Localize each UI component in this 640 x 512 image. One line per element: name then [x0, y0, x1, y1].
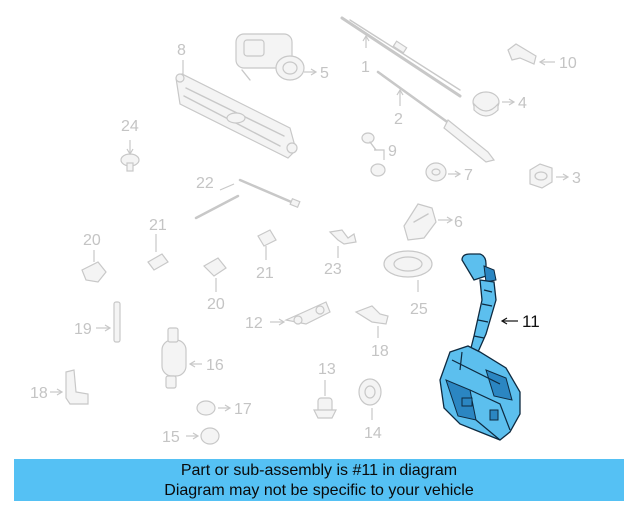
- callout-16: 16: [206, 357, 224, 374]
- part-12-clip: 12: [245, 301, 331, 332]
- part-23-elbow: 23: [324, 229, 357, 278]
- callout-21a: 21: [149, 217, 167, 234]
- part-13-sensor: 13: [313, 361, 337, 419]
- callout-21b: 21: [256, 265, 274, 282]
- callout-11: 11: [522, 312, 540, 331]
- part-2-wiper-arm: 2: [376, 70, 496, 163]
- callout-22: 22: [196, 175, 214, 192]
- part-21-connector-upper: 21: [147, 217, 169, 271]
- part-1-wiper-blade: 1: [340, 16, 462, 98]
- part-20-jet-lower: 20: [203, 257, 227, 313]
- part-20-jet-upper: 20: [81, 232, 107, 283]
- callout-3: 3: [572, 170, 581, 187]
- part-22-hose: 22: [194, 175, 301, 220]
- callout-1: 1: [361, 59, 370, 76]
- part-7-grommet: 7: [425, 162, 473, 184]
- callout-20b: 20: [207, 296, 225, 313]
- callout-20a: 20: [83, 232, 101, 249]
- part-11-washer-reservoir: 11: [439, 253, 540, 441]
- banner-line-2: Diagram may not be specific to your vehi…: [164, 482, 474, 499]
- callout-17: 17: [234, 401, 252, 418]
- callout-24: 24: [121, 118, 139, 135]
- callout-18b: 18: [371, 343, 389, 360]
- info-banner: Part or sub-assembly is #11 in diagram D…: [14, 459, 624, 501]
- part-10-clip: 10: [507, 43, 577, 72]
- part-24-push-pin: 24: [120, 118, 140, 172]
- part-14-grommet: 14: [358, 378, 382, 442]
- callout-4: 4: [518, 95, 527, 112]
- callout-9: 9: [388, 143, 397, 160]
- callout-13: 13: [318, 361, 336, 378]
- callout-7: 7: [464, 167, 473, 184]
- part-5-wiper-motor: 5: [235, 33, 329, 82]
- callout-18a: 18: [30, 385, 48, 402]
- part-18-elbow-upper: 18: [354, 305, 389, 360]
- part-3-nut: 3: [529, 163, 581, 189]
- callout-23: 23: [324, 261, 342, 278]
- callout-6: 6: [454, 214, 463, 231]
- part-8-wiper-linkage: 8: [175, 42, 298, 159]
- part-21-connector-lower: 21: [256, 229, 277, 282]
- callout-5: 5: [320, 65, 329, 82]
- part-19-rod: 19: [74, 301, 121, 343]
- part-25-seal: 25: [383, 250, 433, 318]
- callout-14: 14: [364, 425, 382, 442]
- part-6-bracket: 6: [403, 203, 463, 241]
- callout-15: 15: [162, 429, 180, 446]
- part-17-cap: 17: [196, 400, 252, 418]
- part-9-bolts: 9: [361, 132, 397, 177]
- callout-25: 25: [410, 301, 428, 318]
- callout-2: 2: [394, 111, 403, 128]
- callout-19: 19: [74, 321, 92, 338]
- callout-10: 10: [559, 55, 577, 72]
- part-15-grommet: 15: [162, 427, 220, 446]
- part-16-pump: 16: [161, 327, 224, 389]
- callout-8: 8: [177, 42, 186, 59]
- parts-diagram: 8 5 1 2 10 4: [30, 16, 581, 446]
- callout-12: 12: [245, 315, 263, 332]
- part-18-elbow-lower: 18: [30, 369, 89, 405]
- part-4-cap: 4: [472, 91, 527, 117]
- banner-line-1: Part or sub-assembly is #11 in diagram: [180, 462, 458, 479]
